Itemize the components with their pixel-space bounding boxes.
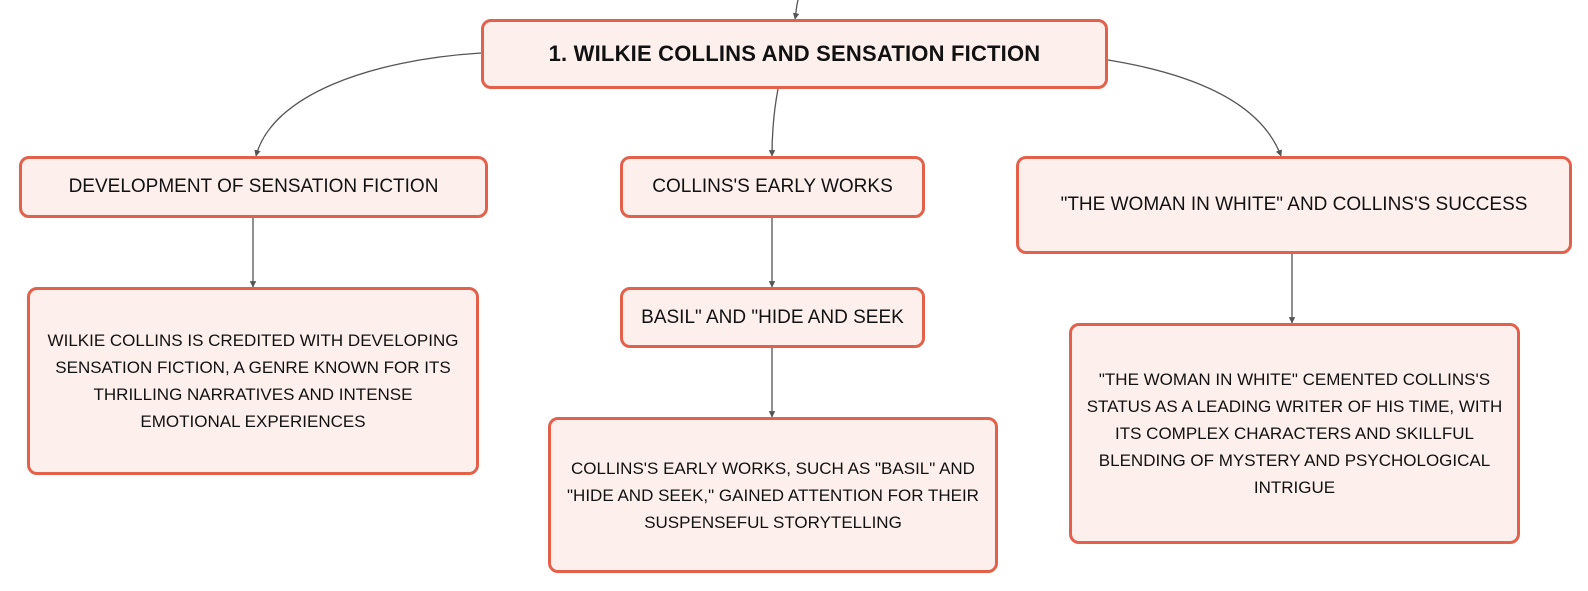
detail-label: "THE WOMAN IN WHITE" CEMENTED COLLINS'S … (1086, 370, 1503, 497)
topic-label: "THE WOMAN IN WHITE" AND COLLINS'S SUCCE… (1060, 194, 1528, 215)
detail-label: COLLINS'S EARLY WORKS, SUCH AS "BASIL" A… (567, 458, 979, 532)
subtopic-label: BASIL" AND "HIDE AND SEEK (641, 306, 904, 328)
connector-root-to-early-works (768, 88, 779, 157)
root-topic-label: 1. WILKIE COLLINS AND SENSATION FICTION (548, 41, 1041, 66)
topic-woman-in-white-success[interactable]: "THE WOMAN IN WHITE" AND COLLINS'S SUCCE… (1016, 156, 1572, 254)
topic-development-of-sensation-fiction[interactable]: DEVELOPMENT OF SENSATION FICTION (19, 156, 488, 218)
detail-development-of-sensation-fiction[interactable]: WILKIE COLLINS IS CREDITED WITH DEVELOPI… (27, 287, 479, 475)
connector-incoming-root (792, 0, 800, 20)
detail-collins-early-works[interactable]: COLLINS'S EARLY WORKS, SUCH AS "BASIL" A… (548, 417, 998, 573)
topic-label: DEVELOPMENT OF SENSATION FICTION (68, 176, 439, 197)
root-topic-node[interactable]: 1. WILKIE COLLINS AND SENSATION FICTION (481, 19, 1108, 89)
connector-root-to-woman-in-white (1107, 59, 1282, 157)
subtopic-basil-and-hide-and-seek[interactable]: BASIL" AND "HIDE AND SEEK (620, 287, 925, 348)
detail-label: WILKIE COLLINS IS CREDITED WITH DEVELOPI… (47, 331, 459, 431)
topic-label: COLLINS'S EARLY WORKS (652, 176, 893, 197)
detail-woman-in-white-success[interactable]: "THE WOMAN IN WHITE" CEMENTED COLLINS'S … (1069, 323, 1520, 544)
topic-collins-early-works[interactable]: COLLINS'S EARLY WORKS (620, 156, 925, 218)
connector-root-to-development (254, 52, 482, 157)
